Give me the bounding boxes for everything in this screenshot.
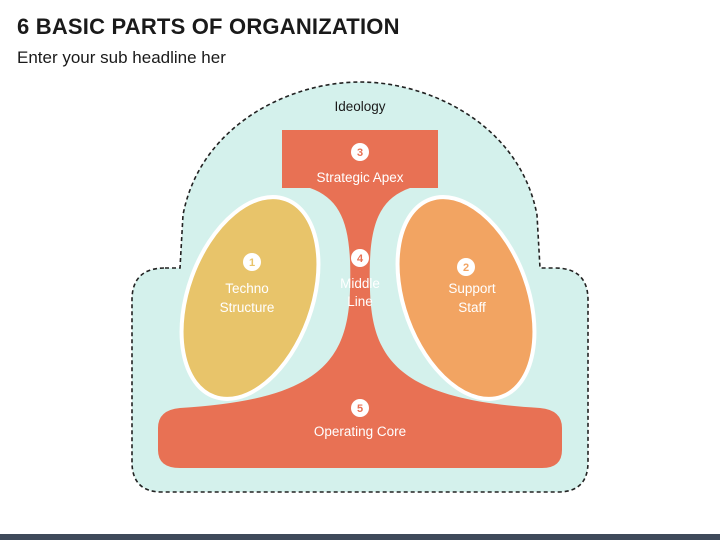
part-middle-line: 4 Middle Line [340, 249, 380, 309]
number-badge [457, 258, 475, 276]
number-badge [351, 399, 369, 417]
part-label-line2: Structure [220, 300, 275, 315]
part-techno-structure: 1 Techno Structure [220, 253, 275, 315]
slide-title: 6 BASIC PARTS OF ORGANIZATION [17, 14, 400, 39]
number-text: 1 [249, 257, 255, 269]
number-text: 4 [357, 253, 364, 265]
part-label-line1: Support [448, 281, 496, 296]
part-support-staff: 2 Support Staff [448, 258, 496, 315]
techno-structure-ellipse [179, 195, 321, 401]
part-label: Operating Core [314, 424, 406, 439]
support-staff-ellipse [395, 195, 537, 401]
ideology-label: Ideology [334, 99, 385, 114]
main-body-shape [158, 130, 562, 468]
number-text: 5 [357, 403, 363, 415]
part-label-line2: Staff [458, 300, 486, 315]
number-text: 3 [357, 147, 363, 159]
part-strategic-apex: 3 Strategic Apex [316, 143, 404, 185]
part-label-line1: Techno [225, 281, 269, 296]
bottom-accent-bar [0, 534, 720, 540]
number-badge [351, 143, 369, 161]
number-text: 2 [463, 262, 469, 274]
part-operating-core: 5 Operating Core [314, 399, 406, 439]
number-badge [243, 253, 261, 271]
slide-subtitle: Enter your sub headline her [17, 48, 226, 67]
part-label: Strategic Apex [316, 170, 403, 185]
number-badge [351, 249, 369, 267]
part-label-line2: Line [347, 294, 373, 309]
part-label-line1: Middle [340, 276, 380, 291]
